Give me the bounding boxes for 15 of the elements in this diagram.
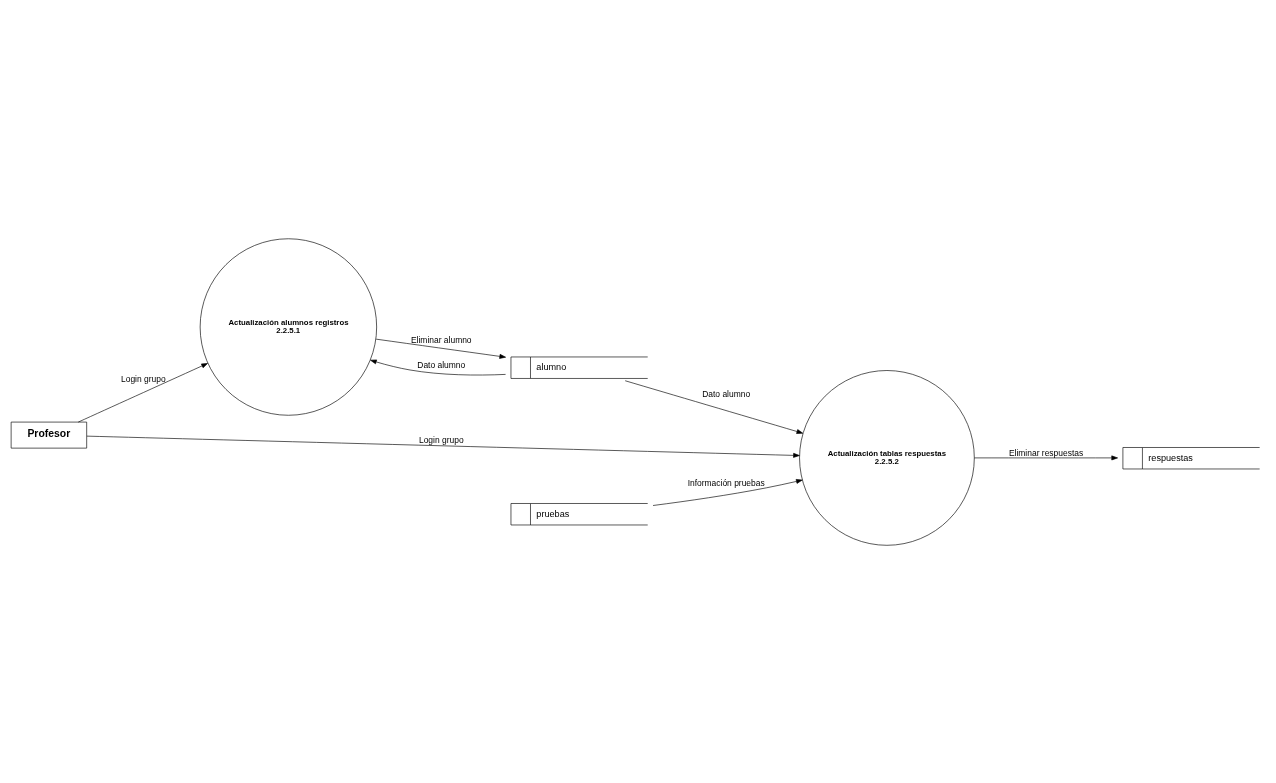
- node-box: Profesor: [10, 421, 87, 448]
- edge-label: Eliminar respuestas: [1008, 447, 1084, 458]
- arrow: [370, 359, 506, 375]
- arrow: [375, 338, 506, 359]
- edge-label: Dato alumno: [702, 388, 751, 399]
- arrow: [624, 379, 804, 434]
- arrow: [77, 362, 208, 422]
- arrow: [86, 435, 800, 458]
- edge-label: Login grupo: [121, 373, 166, 384]
- edge-label: Eliminar alumno: [410, 334, 472, 345]
- arrow: [652, 478, 803, 506]
- edge-label: Información pruebas: [687, 477, 765, 488]
- edge-label: Dato alumno: [417, 359, 466, 370]
- edge-label: Login grupo: [418, 434, 464, 445]
- arrow: [974, 455, 1118, 460]
